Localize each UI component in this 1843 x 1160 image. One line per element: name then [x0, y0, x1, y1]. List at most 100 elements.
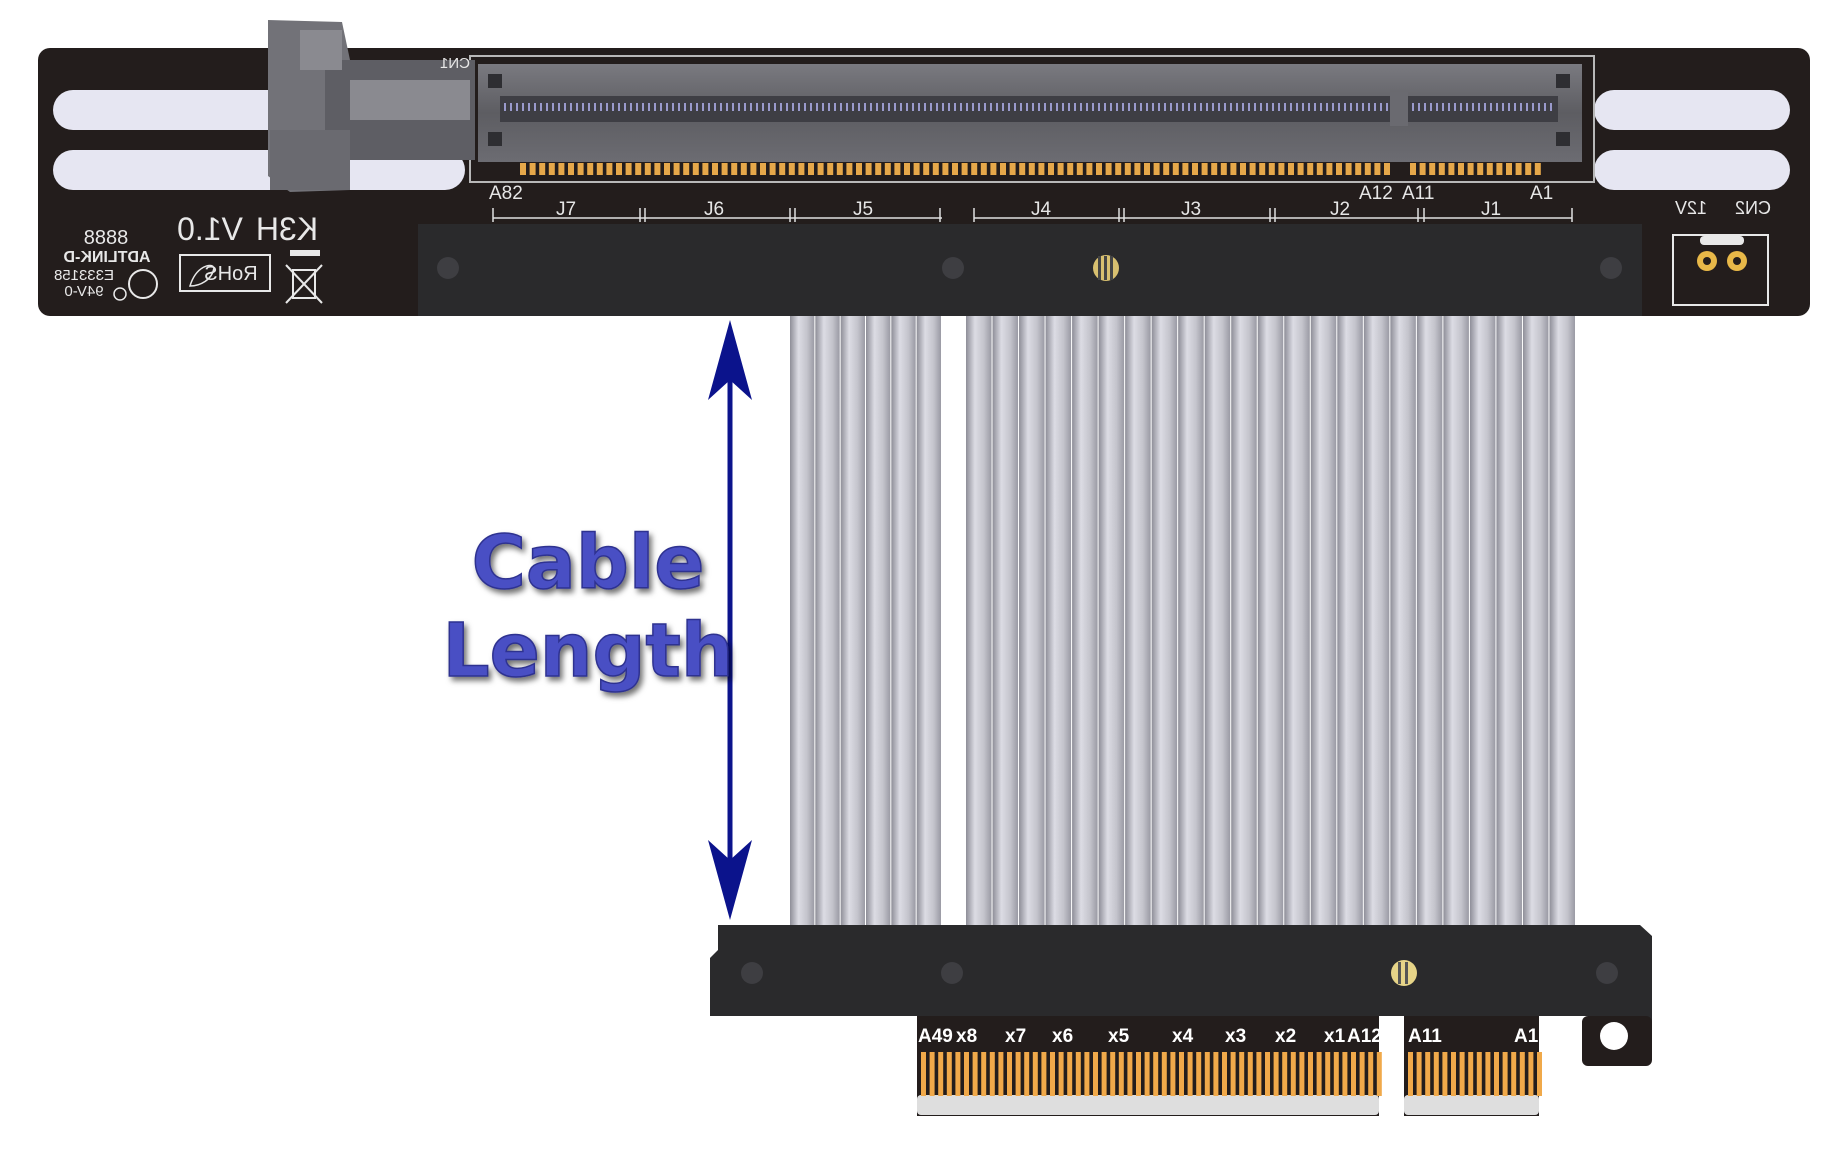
- cable-strip: [1337, 316, 1363, 926]
- slot-pin: [1538, 103, 1540, 111]
- weee-bin-icon: [285, 264, 323, 304]
- solder-pad: [1345, 163, 1352, 175]
- slot-pin: [678, 103, 680, 111]
- ul-mark-icon: [113, 269, 158, 301]
- slot-pin: [1038, 103, 1040, 111]
- solder-pad: [913, 163, 920, 175]
- slot-pin: [840, 103, 842, 111]
- slot-pin: [762, 103, 764, 111]
- slot-pin: [1224, 103, 1226, 111]
- slot-pin: [570, 103, 572, 111]
- top-riser-board: A82 A12 A11 A1 J7 J6 J5 J4 J3 J2 J1 CN1 …: [38, 20, 1810, 316]
- slot-pin: [1544, 103, 1546, 111]
- solder-pad: [1326, 163, 1333, 175]
- slot-pin: [876, 103, 878, 111]
- clamp-screw: [1596, 962, 1618, 984]
- slot-pin: [1290, 103, 1292, 111]
- gold-finger: [1290, 1052, 1296, 1096]
- slot-pin: [1472, 103, 1474, 111]
- silk-rohs: RoHS: [204, 263, 257, 285]
- gold-finger: [1265, 1052, 1270, 1096]
- lane-ruler: [492, 208, 1573, 222]
- gold-finger: [1084, 1052, 1090, 1096]
- slot-pin: [654, 103, 656, 111]
- slot-pin: [582, 103, 584, 111]
- solder-pad: [1028, 163, 1035, 175]
- solder-pad: [702, 163, 709, 175]
- slot-pin: [1478, 103, 1480, 111]
- slot-pin: [1266, 103, 1268, 111]
- lane-label-j7: J7: [556, 199, 576, 220]
- slot-pin: [804, 103, 806, 111]
- slot-pin: [1002, 103, 1004, 111]
- gold-finger: [1230, 1052, 1236, 1096]
- gold-finger: [1153, 1052, 1159, 1096]
- silk-brand: ADTLINK-D: [63, 249, 150, 266]
- slot-pin: [948, 103, 950, 111]
- slot-pin: [660, 103, 662, 111]
- gold-finger: [1015, 1052, 1021, 1096]
- solder-pad: [846, 163, 853, 175]
- slot-pin: [1098, 103, 1100, 111]
- gold-finger: [1144, 1052, 1150, 1096]
- slot-pin: [624, 103, 626, 111]
- slot-pin: [1026, 103, 1028, 111]
- edge-label-a11: A11: [1408, 1026, 1442, 1047]
- silk-bar: [290, 250, 320, 256]
- arrow-head-down-icon: [708, 840, 752, 920]
- slot-pin: [672, 103, 674, 111]
- slot-pin: [1116, 103, 1118, 111]
- slot-pin: [1272, 103, 1274, 111]
- slot-pin: [510, 103, 512, 111]
- slot-pin: [732, 103, 734, 111]
- solder-pad: [1153, 163, 1160, 175]
- cable-strip: [1072, 316, 1098, 926]
- slot-pin: [786, 103, 788, 111]
- gold-finger: [1247, 1052, 1253, 1096]
- edge-connector-base: [1404, 1095, 1539, 1115]
- gold-finger: [989, 1052, 995, 1096]
- clamp-screw: [741, 962, 763, 984]
- slot-pin: [618, 103, 620, 111]
- slot-pin: [576, 103, 578, 111]
- slot-pin: [1412, 103, 1414, 111]
- slot-pin: [822, 103, 824, 111]
- cable-strip: [1443, 316, 1469, 926]
- edge-label-x3: x3: [1225, 1026, 1246, 1047]
- slot-pin: [1496, 103, 1498, 111]
- slot-pin: [1218, 103, 1220, 111]
- solder-pad: [1124, 163, 1131, 175]
- cable-strip: [1549, 316, 1575, 926]
- slot-pin: [1454, 103, 1456, 111]
- pin-label-a11: A11: [1402, 183, 1434, 204]
- slot-pin: [1032, 103, 1034, 111]
- gold-finger: [1179, 1052, 1184, 1096]
- power-ref-cn2: CN2: [1735, 198, 1771, 218]
- slot-pin: [918, 103, 920, 111]
- solder-pad: [884, 163, 891, 175]
- slot-pin: [1442, 103, 1444, 111]
- solder-pad: [1192, 163, 1198, 175]
- slot-pin: [684, 103, 686, 111]
- gold-finger: [1110, 1052, 1116, 1096]
- solder-pad: [1525, 163, 1532, 175]
- cable-strip: [1416, 316, 1443, 926]
- silk-model: K3H: [256, 211, 318, 247]
- slot-pin: [864, 103, 866, 111]
- cable-strip: [1178, 316, 1204, 926]
- slot-pin: [1332, 103, 1334, 111]
- slot-pin: [1080, 103, 1082, 111]
- slot-pin: [630, 103, 632, 111]
- slot-pin: [1356, 103, 1358, 111]
- slot-pin: [810, 103, 812, 111]
- solder-pad: [664, 163, 670, 175]
- slot-pin: [1164, 103, 1166, 111]
- solder-pad: [1076, 163, 1083, 175]
- slot-pin: [798, 103, 800, 111]
- slot-pin: [546, 103, 548, 111]
- gold-finger: [1485, 1052, 1491, 1096]
- gold-finger: [1101, 1052, 1107, 1096]
- solder-pad: [1316, 163, 1323, 175]
- slot-pin: [1380, 103, 1382, 111]
